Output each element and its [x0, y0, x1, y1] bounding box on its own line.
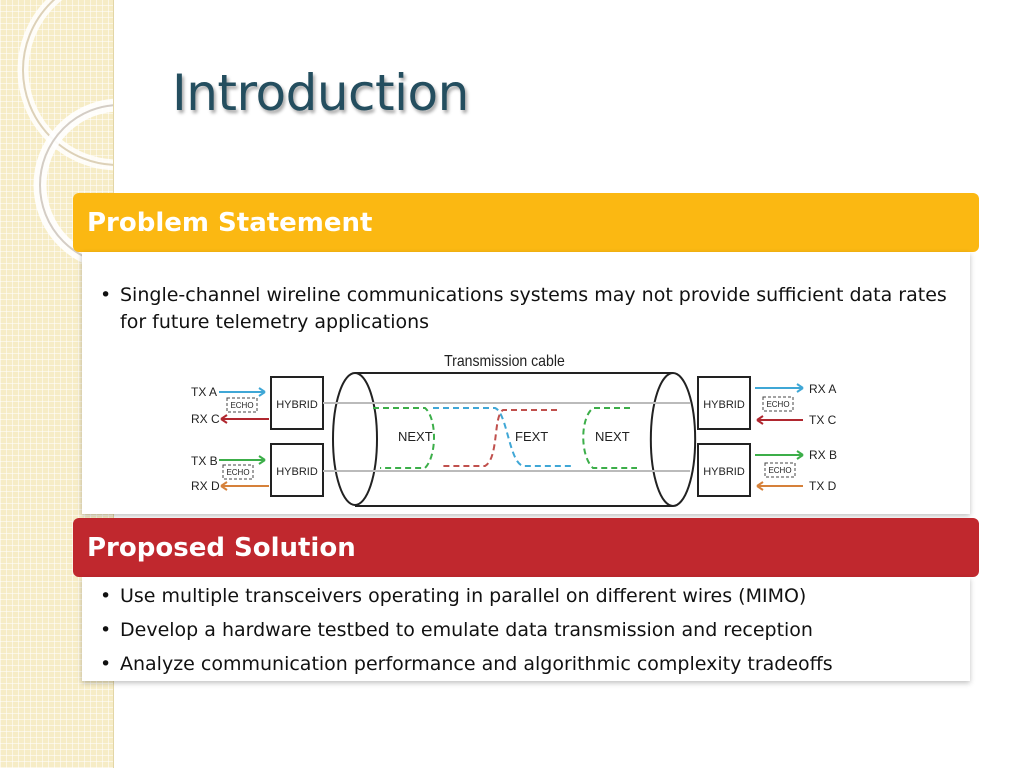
problem-statement-banner: Problem Statement [73, 193, 979, 252]
fext-label: FEXT [515, 429, 548, 444]
decorative-rings [17, 0, 113, 272]
next-label-left: NEXT [398, 429, 433, 444]
transmission-cable-diagram: Transmission cable NEXT FEXT NEXT HYBRID… [191, 352, 837, 507]
solution-bullet: • Analyze communication performance and … [82, 651, 970, 678]
left-hybrid-top: HYBRID [270, 376, 324, 430]
right-hybrid-bottom: HYBRID [697, 443, 751, 497]
bullet-dot: • [100, 284, 112, 306]
solution-bullet: • Use multiple transceivers operating in… [82, 583, 970, 610]
solution-bullet: • Develop a hardware testbed to emulate … [82, 617, 970, 644]
problem-statement-heading: Problem Statement [87, 207, 373, 238]
signal-label-tx-c: TX C [809, 413, 837, 427]
solution-bullet-list: • Use multiple transceivers operating in… [82, 583, 970, 685]
signal-label-tx-d: TX D [809, 479, 837, 493]
signal-label-rx-c: RX C [191, 412, 220, 426]
left-hybrid-bottom: HYBRID [270, 443, 324, 497]
svg-text:HYBRID: HYBRID [703, 399, 745, 411]
cable-body [332, 372, 697, 507]
svg-text:HYBRID: HYBRID [276, 466, 318, 478]
svg-text:ECHO: ECHO [226, 468, 249, 477]
slide-title: Introduction [172, 64, 469, 122]
left-echo-boxes: ECHO ECHO [222, 397, 258, 480]
bullet-dot: • [100, 619, 112, 641]
crosstalk-paths [373, 407, 637, 469]
svg-text:ECHO: ECHO [766, 400, 789, 409]
right-signal-arrows [755, 383, 804, 491]
right-hybrid-top: HYBRID [697, 376, 751, 430]
proposed-solution-heading: Proposed Solution [87, 532, 356, 563]
proposed-solution-panel: • Use multiple transceivers operating in… [82, 577, 970, 681]
signal-label-rx-d: RX D [191, 479, 220, 493]
diagram-caption: Transmission cable [444, 352, 565, 370]
bullet-dot: • [100, 585, 112, 607]
next-label-right: NEXT [595, 429, 630, 444]
svg-text:HYBRID: HYBRID [703, 466, 745, 478]
signal-label-tx-a: TX A [191, 385, 217, 399]
svg-text:ECHO: ECHO [768, 466, 791, 475]
svg-text:HYBRID: HYBRID [276, 399, 318, 411]
problem-bullet-list: • Single-channel wireline communications… [82, 282, 970, 343]
proposed-solution-banner: Proposed Solution [73, 518, 979, 577]
problem-bullet: • Single-channel wireline communications… [100, 284, 947, 333]
bullet-dot: • [100, 653, 112, 675]
svg-text:ECHO: ECHO [230, 401, 253, 410]
left-signal-arrows [219, 387, 269, 491]
signal-label-tx-b: TX B [191, 454, 218, 468]
signal-label-rx-a: RX A [809, 382, 836, 396]
signal-label-rx-b: RX B [809, 448, 837, 462]
right-echo-boxes: ECHO ECHO [762, 396, 796, 478]
